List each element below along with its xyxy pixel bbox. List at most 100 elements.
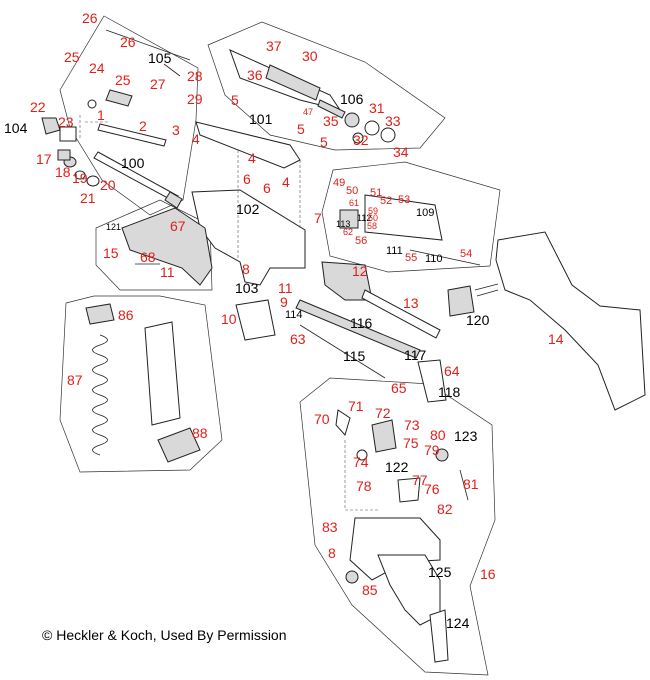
callout-24: 24 <box>89 60 105 76</box>
callout-72: 72 <box>375 405 391 421</box>
callout-60: 60 <box>368 213 378 223</box>
callout-120: 120 <box>466 312 490 328</box>
callout-32: 32 <box>353 132 369 148</box>
bolt-head-113 <box>339 209 359 229</box>
cleaning-rod <box>105 29 191 61</box>
callout-112: 112 <box>357 213 371 223</box>
callout-102: 102 <box>236 201 260 217</box>
compensator-23 <box>59 126 77 142</box>
barrel-guide-line <box>79 115 110 140</box>
callout-88: 88 <box>192 425 208 441</box>
trigger-plate-10 <box>235 299 276 341</box>
callout-9: 9 <box>280 294 288 310</box>
lower-receiver-102 <box>191 189 306 286</box>
callout-124: 124 <box>446 615 470 631</box>
callout-54: 54 <box>460 248 472 260</box>
bolt-carrier-109 <box>364 194 443 241</box>
callout-34: 34 <box>393 144 409 160</box>
callout-labels: 26 26 105 25 24 25 27 28 29 22 104 23 1 … <box>4 10 564 631</box>
barrel-group-outline <box>59 15 199 216</box>
handguard-outline <box>95 199 213 291</box>
trigger-group <box>335 409 469 663</box>
callout-85: 85 <box>362 582 378 598</box>
callout-25: 25 <box>64 49 80 65</box>
callout-28: 28 <box>187 68 203 84</box>
callout-118: 118 <box>438 384 461 400</box>
callout-14: 14 <box>548 331 564 347</box>
callout-20: 20 <box>100 177 116 193</box>
callout-75: 75 <box>403 435 419 451</box>
magazine-floorplate-88 <box>157 427 201 463</box>
callout-37: 37 <box>266 38 282 54</box>
bolt-lock-12 <box>321 261 373 301</box>
callout-4: 4 <box>282 174 290 190</box>
callout-76: 76 <box>424 481 440 497</box>
callout-29: 29 <box>187 91 203 107</box>
magazine-assembly <box>85 303 201 463</box>
callout-6: 6 <box>243 171 251 187</box>
callout-63: 63 <box>290 331 306 347</box>
callout-36: 36 <box>247 67 263 83</box>
callout-35: 35 <box>323 113 339 129</box>
callout-100: 100 <box>121 155 145 171</box>
callout-104: 104 <box>4 120 28 136</box>
callout-58: 58 <box>367 221 377 231</box>
callout-68: 68 <box>140 249 156 265</box>
callout-122: 122 <box>385 459 409 475</box>
stock-latch-120 <box>447 285 475 317</box>
buttstock <box>447 231 646 411</box>
callout-117: 117 <box>404 347 427 363</box>
callout-111: 111 <box>386 245 403 257</box>
callout-13: 13 <box>403 295 419 311</box>
callout-10: 10 <box>221 311 237 327</box>
spring-81 <box>459 469 469 501</box>
magazine-follower-86 <box>85 303 115 325</box>
callout-47: 47 <box>303 107 313 117</box>
callout-21: 21 <box>80 190 96 206</box>
callout-114: 114 <box>285 309 303 321</box>
callout-123: 123 <box>454 428 478 444</box>
gas-cylinder <box>105 89 133 107</box>
callout-5: 5 <box>297 121 305 137</box>
callout-3: 3 <box>172 122 180 138</box>
callout-83: 83 <box>322 519 338 535</box>
callout-5: 5 <box>320 134 328 150</box>
magazine-group-outline <box>59 295 223 473</box>
callout-22: 22 <box>30 99 46 115</box>
callout-73: 73 <box>404 417 420 433</box>
callout-7: 7 <box>314 210 322 226</box>
callout-59: 59 <box>368 206 378 216</box>
callout-17: 17 <box>36 151 52 167</box>
callout-11: 11 <box>278 280 293 296</box>
callout-71: 71 <box>348 398 364 414</box>
callout-101: 101 <box>249 111 273 127</box>
recoil-spring-116 <box>295 299 421 359</box>
callout-19: 19 <box>72 170 88 186</box>
trigger-guide-line <box>344 440 380 511</box>
barrel-ring-20 <box>86 175 100 187</box>
rod-115 <box>299 324 386 379</box>
callout-65: 65 <box>391 380 407 396</box>
callout-51: 51 <box>370 187 382 199</box>
callout-33: 33 <box>385 113 401 129</box>
ring-33 <box>364 120 380 136</box>
callout-103: 103 <box>235 280 259 296</box>
handguard-67 <box>121 207 213 286</box>
callout-56: 56 <box>355 235 367 247</box>
upper-rail-101 <box>195 121 301 169</box>
callout-8: 8 <box>242 261 250 277</box>
rod-106 <box>317 99 346 119</box>
sear-122 <box>397 477 421 503</box>
callout-49: 49 <box>333 177 345 189</box>
spring-105 <box>163 63 181 77</box>
disc-80 <box>435 448 449 462</box>
buttstock-14 <box>495 231 646 411</box>
callout-4: 4 <box>248 150 256 166</box>
trigger-70 <box>335 409 351 436</box>
copyright-notice: © Heckler & Koch, Used By Permission <box>42 627 287 643</box>
magazine-body <box>144 321 181 426</box>
cocking-lever-118 <box>417 359 447 403</box>
callout-87: 87 <box>67 372 83 388</box>
callout-64: 64 <box>444 363 460 379</box>
